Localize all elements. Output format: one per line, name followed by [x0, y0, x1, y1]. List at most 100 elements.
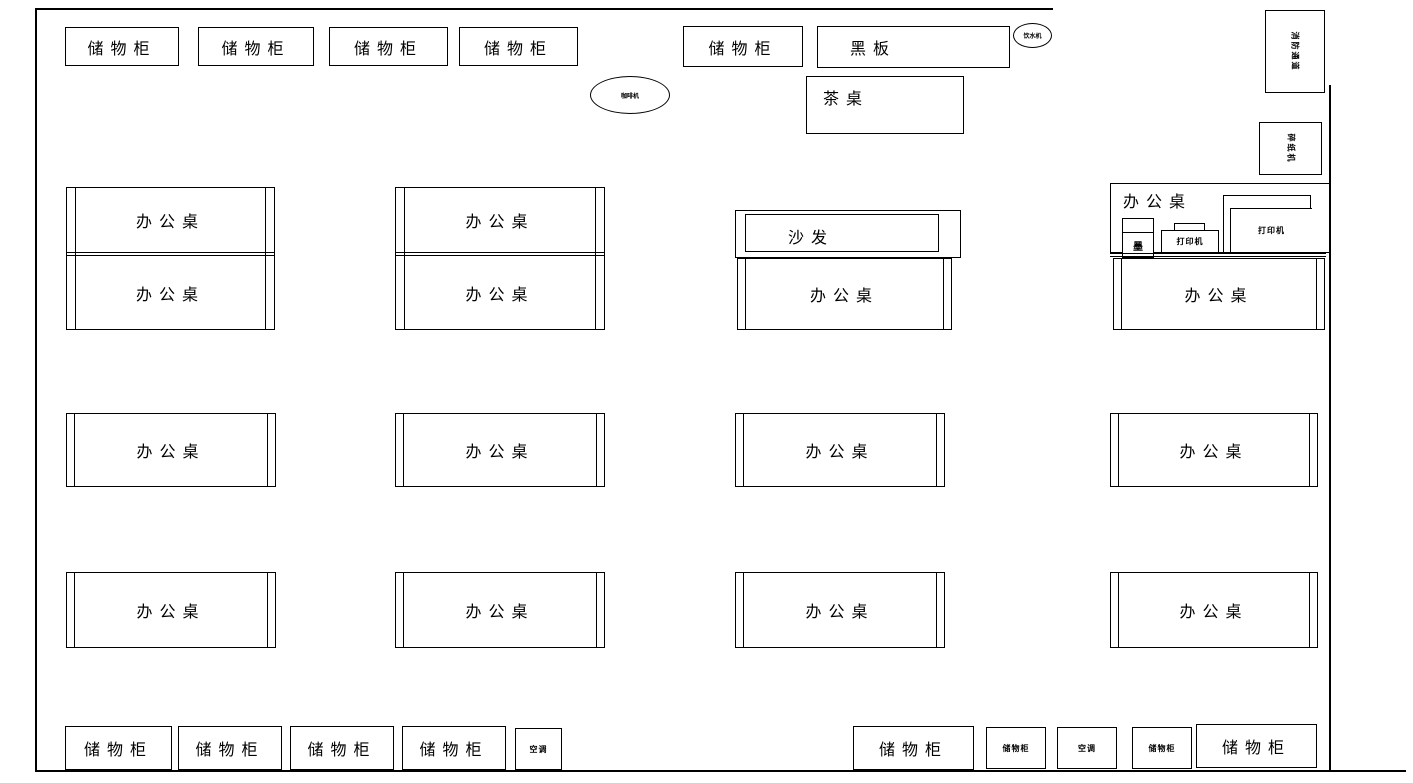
- coffee-machine-oval: 咖啡机: [590, 76, 670, 114]
- fire-passage-box: 消防通道: [1265, 10, 1325, 93]
- desk-seam: [1110, 253, 1326, 257]
- desk: 办公桌: [66, 413, 276, 487]
- desk-side-panel: [743, 414, 744, 486]
- desk: 办公桌: [66, 572, 276, 648]
- cabinet-box: 储物柜: [1132, 727, 1192, 769]
- cabinet-label: 储物柜: [1221, 738, 1291, 757]
- cabinet-label: 储物柜: [195, 740, 265, 759]
- ac-label: 空调: [529, 744, 548, 754]
- shredder-box: 碎纸机: [1259, 122, 1322, 175]
- desk-label: 办公桌: [465, 212, 535, 231]
- printer-large-box: 打印机: [1223, 195, 1312, 253]
- cabinet-label: 储物柜: [87, 38, 157, 58]
- tea-table-label: 茶桌: [823, 89, 870, 108]
- cabinet-box: 储物柜: [290, 726, 394, 770]
- desk-pair: 办公桌 办公桌: [66, 187, 275, 330]
- desk: 办公桌: [735, 572, 945, 648]
- cabinet-box: 储物柜: [65, 27, 179, 66]
- desk-side-panel: [936, 573, 937, 647]
- cabinet-box: 储物柜: [198, 27, 314, 66]
- desk-side-panel: [267, 414, 268, 486]
- printer-label: 打印机: [1176, 237, 1204, 246]
- printer-label: 打印机: [1258, 226, 1285, 235]
- wall-right: [1329, 85, 1331, 772]
- desk-label: 办公桌: [465, 284, 535, 304]
- ink-box-label: 墨: [1133, 242, 1143, 253]
- desk-label: 办公桌: [1184, 286, 1254, 305]
- desk-side-panel: [74, 414, 75, 486]
- fire-passage-label: 消防通道: [1290, 31, 1300, 72]
- desk-side-panel: [1118, 414, 1119, 486]
- cabinet-label: 储物柜: [708, 38, 778, 58]
- desk: 办公桌: [1110, 572, 1318, 648]
- desk-side-panel: [267, 573, 268, 647]
- cabinet-box: 储物柜: [683, 26, 803, 67]
- desk-seam: [67, 252, 274, 256]
- desk-label: 办公桌: [1179, 602, 1249, 621]
- desk-label: 办公桌: [1123, 192, 1193, 211]
- printer-large-inner: 打印机: [1230, 208, 1312, 253]
- ink-box: 墨: [1122, 218, 1154, 258]
- shredder-label: 碎纸机: [1286, 133, 1295, 164]
- desk-side-panel: [1316, 259, 1317, 329]
- ac-box: 空调: [515, 728, 562, 770]
- wall-top: [35, 8, 1053, 10]
- desk-side-panel: [1309, 573, 1310, 647]
- printer-small-box: 打印机: [1161, 230, 1219, 253]
- desk: 办公桌: [395, 413, 605, 487]
- cabinet-label: 储物柜: [419, 740, 489, 759]
- ac-label: 空调: [1078, 743, 1096, 753]
- cabinet-box: 储物柜: [329, 27, 448, 66]
- desk-side-panel: [745, 259, 746, 329]
- desk-side-panel: [1118, 573, 1119, 647]
- cabinet-label: 储物柜: [1002, 743, 1030, 753]
- desk-side-panel: [596, 414, 597, 486]
- desk-label: 办公桌: [465, 602, 535, 621]
- cabinet-label: 储物柜: [1148, 743, 1176, 753]
- blackboard-label: 黑板: [850, 39, 897, 58]
- cabinet-box: 储物柜: [853, 726, 974, 770]
- desk-side-panel: [1309, 414, 1310, 486]
- desk-side-panel: [1121, 259, 1122, 329]
- desk-label: 办公桌: [805, 602, 875, 621]
- desk-seam: [396, 252, 604, 256]
- water-dispenser-oval: 饮水机: [1013, 23, 1052, 48]
- cabinet-box: 储物柜: [65, 726, 172, 770]
- desk-side-panel: [936, 414, 937, 486]
- desk-side-panel: [743, 573, 744, 647]
- desk: 办公桌: [1110, 413, 1318, 487]
- desk: 办公桌: [735, 413, 945, 487]
- desk-side-panel: [404, 188, 405, 329]
- cabinet-box: 储物柜: [402, 726, 506, 770]
- ink-box-divider: [1123, 232, 1153, 233]
- desk-label: 办公桌: [135, 212, 205, 231]
- desk-pair: 办公桌 办公桌: [395, 187, 605, 330]
- desk-side-panel: [74, 573, 75, 647]
- sofa-box: 沙发: [745, 214, 939, 252]
- tea-table-box: 茶桌: [806, 76, 964, 134]
- desk: 办公桌: [1113, 258, 1325, 330]
- cabinet-box: 储物柜: [178, 726, 282, 770]
- desk-side-panel: [403, 414, 404, 486]
- desk-label: 办公桌: [805, 442, 875, 461]
- cabinet-label: 储物柜: [83, 740, 153, 759]
- wall-bottom: [35, 770, 1406, 772]
- cabinet-label: 储物柜: [307, 740, 377, 759]
- cabinet-box: 储物柜: [1196, 724, 1317, 768]
- blackboard-box: 黑板: [817, 26, 1010, 68]
- desk-label: 办公桌: [1179, 442, 1249, 461]
- desk-side-panel: [596, 573, 597, 647]
- cabinet-label: 储物柜: [353, 38, 423, 58]
- water-dispenser-label: 饮水机: [1023, 33, 1042, 40]
- desk-side-panel: [595, 188, 596, 329]
- desk-label: 办公桌: [135, 284, 205, 304]
- desk-side-panel: [265, 188, 266, 329]
- desk: 办公桌: [395, 572, 605, 648]
- sofa-label: 沙发: [788, 228, 835, 247]
- cabinet-label: 储物柜: [878, 740, 948, 759]
- desk-label: 办公桌: [809, 286, 879, 305]
- cabinet-label: 储物柜: [221, 38, 291, 58]
- desk-label: 办公桌: [136, 442, 206, 461]
- desk-label: 办公桌: [465, 442, 535, 461]
- desk-side-panel: [75, 188, 76, 329]
